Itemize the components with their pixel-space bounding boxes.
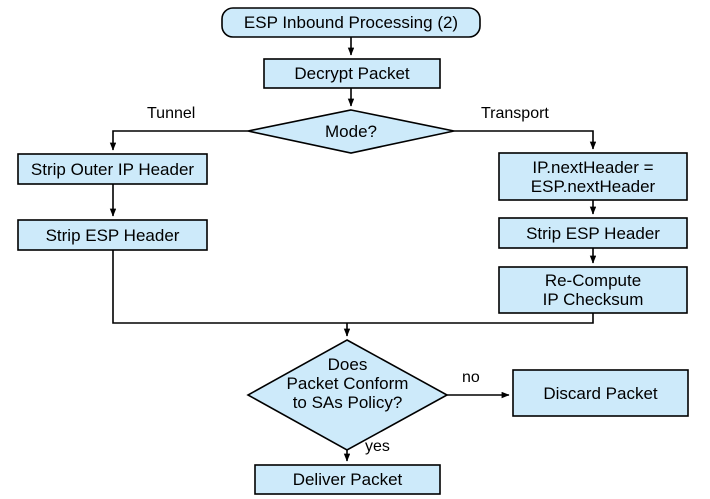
edge-label-yes: yes bbox=[365, 438, 390, 455]
edge-left-branch-merge bbox=[112, 250, 347, 324]
edge-label-transport: Transport bbox=[481, 105, 549, 122]
node-shape-strip-esp-right[interactable] bbox=[498, 217, 688, 249]
node-shape-discard[interactable] bbox=[512, 369, 689, 417]
edge-right-branch-merge bbox=[347, 313, 594, 324]
node-shape-deliver[interactable] bbox=[254, 464, 441, 495]
edge-mode-transport-to-next-header bbox=[454, 130, 597, 150]
edge-mode-tunnel-to-strip-outer-ip bbox=[109, 130, 248, 151]
node-shape-next-header[interactable] bbox=[498, 152, 688, 201]
node-shape-decrypt[interactable] bbox=[263, 58, 441, 89]
node-shape-conform[interactable] bbox=[246, 339, 449, 451]
node-shape-strip-esp-left[interactable] bbox=[17, 219, 208, 251]
node-shape-start[interactable] bbox=[221, 7, 481, 38]
node-shape-recompute[interactable] bbox=[498, 266, 688, 314]
node-shape-strip-outer-ip[interactable] bbox=[17, 153, 208, 185]
edge-label-tunnel: Tunnel bbox=[147, 105, 196, 122]
edge-label-no: no bbox=[462, 369, 480, 386]
node-shape-mode[interactable] bbox=[247, 109, 455, 154]
